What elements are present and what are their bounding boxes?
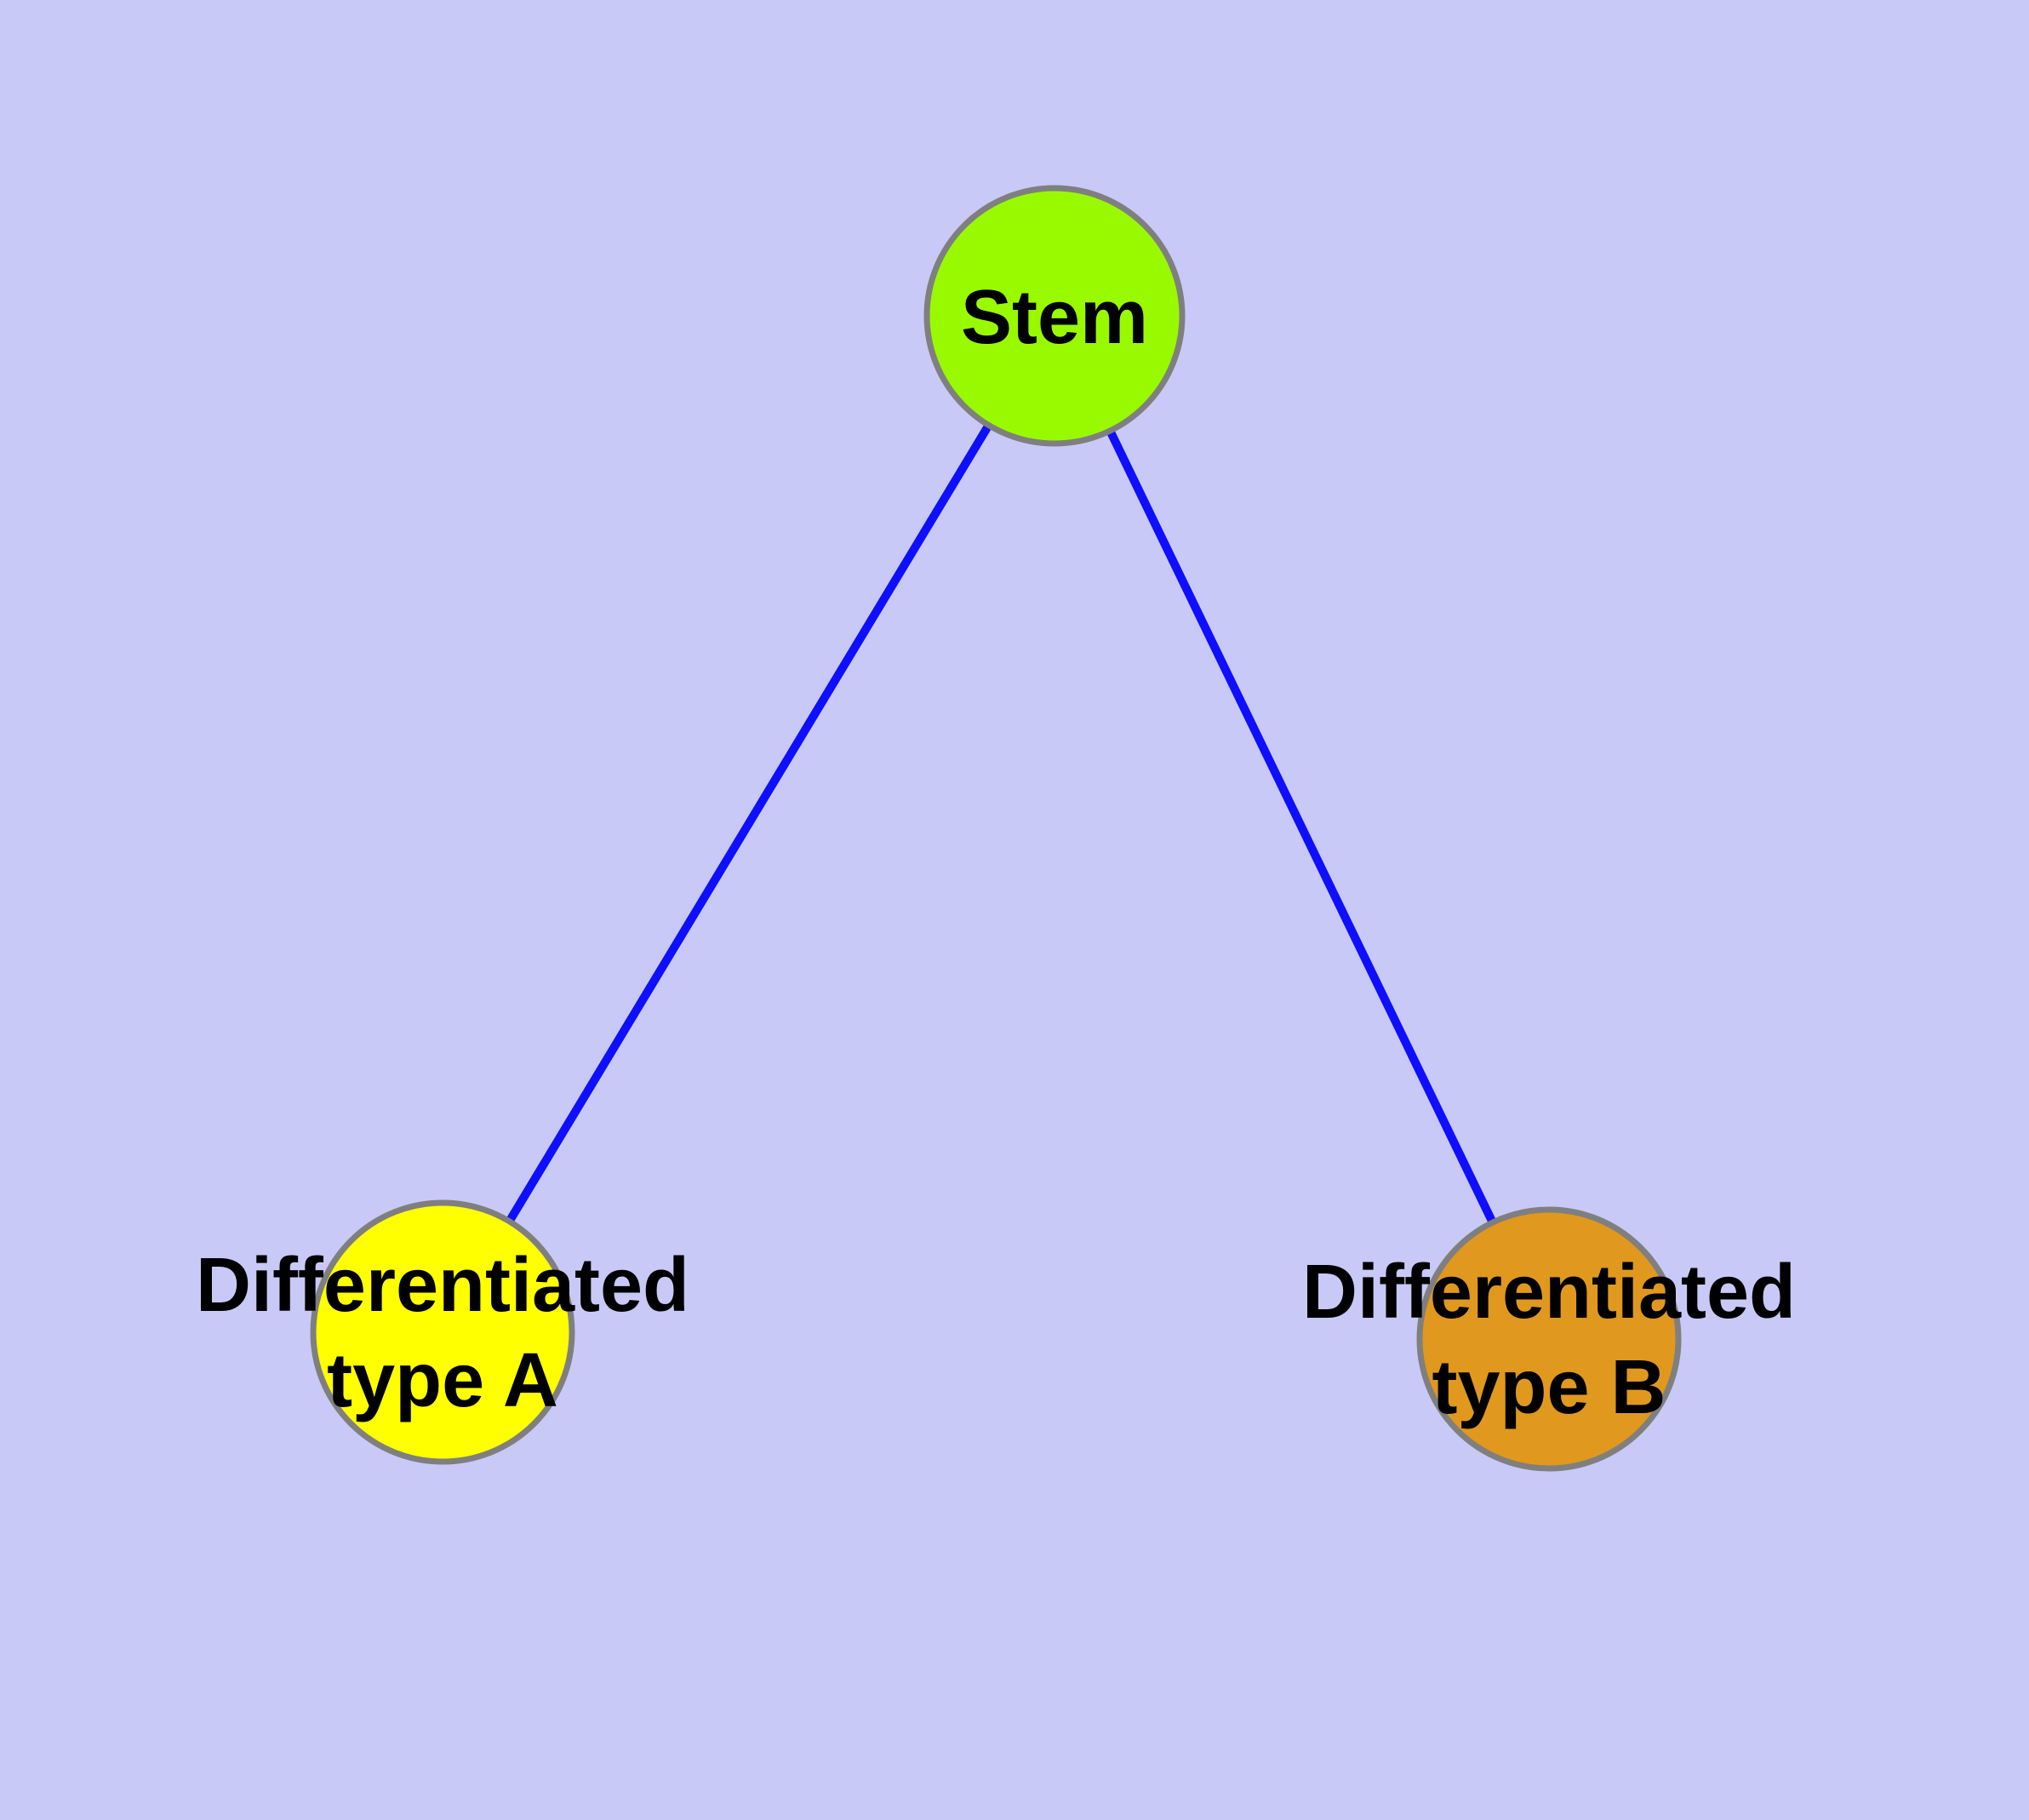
node-stem-label: Stem xyxy=(961,275,1148,360)
edge-stem-to-type-b xyxy=(1050,313,1553,1342)
node-type-b-label-line2: type B xyxy=(1432,1345,1666,1430)
node-type-b-label-line1: Differentiated xyxy=(1302,1250,1796,1335)
node-type-a-label-line1: Differentiated xyxy=(196,1243,689,1328)
node-differentiated-type-b xyxy=(1416,1206,1682,1472)
edge-stem-to-type-a xyxy=(438,313,1059,1335)
node-type-a-label-line2: type A xyxy=(327,1338,558,1423)
node-differentiated-type-a xyxy=(310,1199,575,1465)
node-stem xyxy=(923,185,1186,447)
